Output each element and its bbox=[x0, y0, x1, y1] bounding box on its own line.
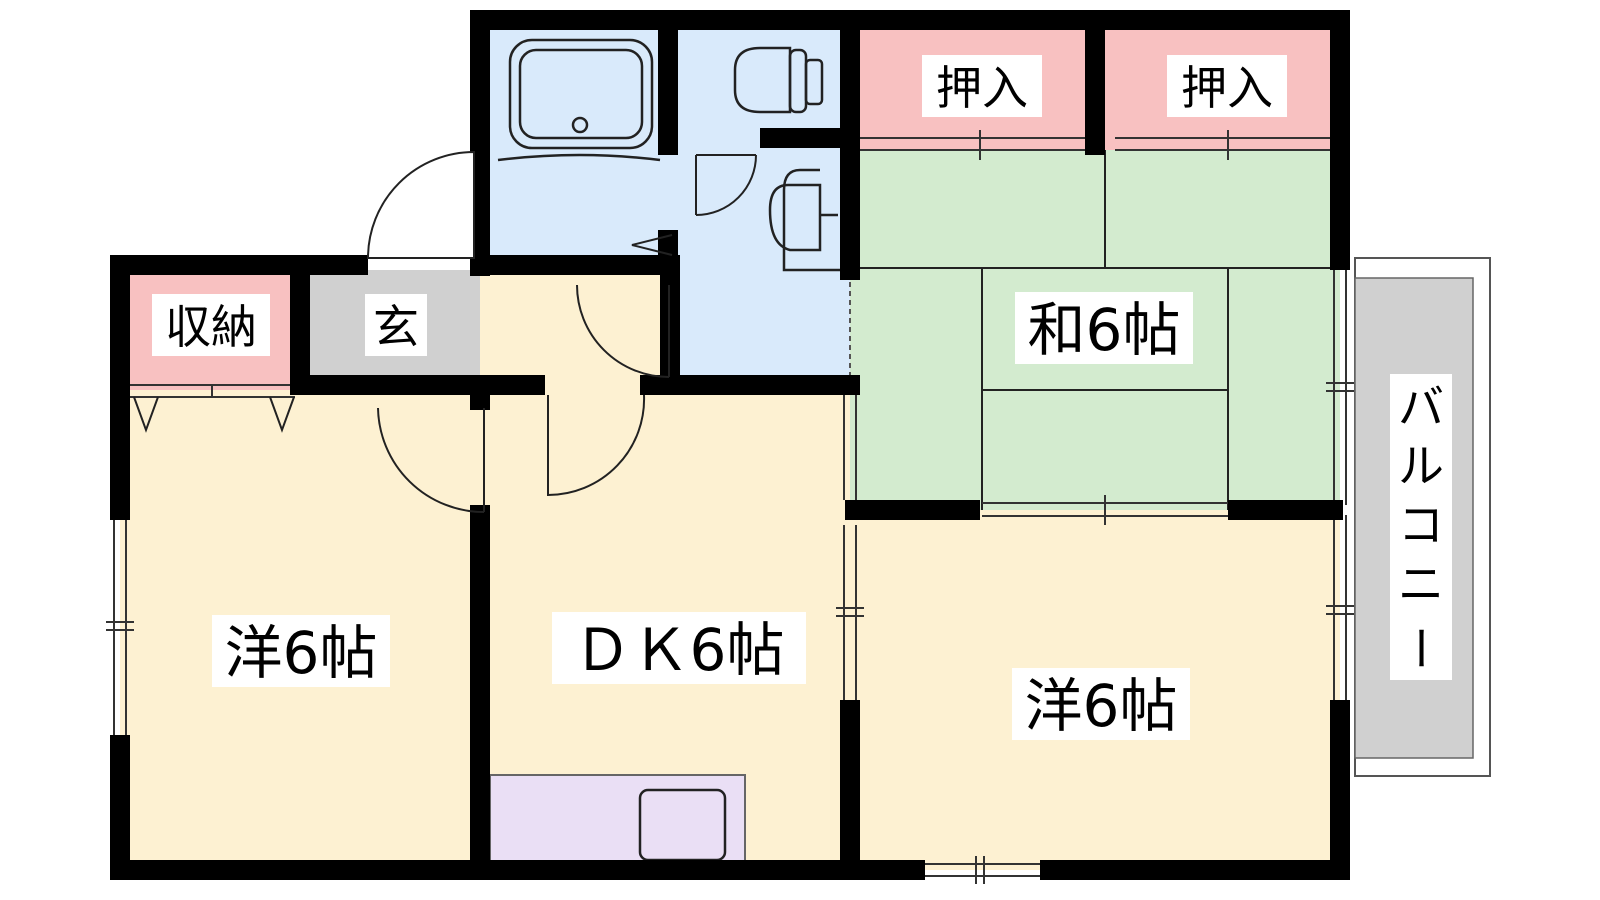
balcony-char: バ bbox=[1398, 380, 1444, 434]
shuno-label: 収納 bbox=[165, 300, 257, 354]
labels: 押入 押入 収納 玄 和6帖 洋6帖 ＤＫ6帖 洋6帖 バ ル コ ニ ー bbox=[152, 55, 1452, 740]
bathtub-inner bbox=[518, 48, 644, 140]
room-washitsu-label: 和6帖 bbox=[1028, 296, 1181, 364]
dk-door bbox=[547, 394, 646, 497]
bathtub-drain bbox=[571, 116, 589, 134]
windows bbox=[106, 130, 1354, 884]
hallway-floor bbox=[480, 270, 670, 390]
floor-fills bbox=[120, 20, 1340, 871]
oshiire-1-label: 押入 bbox=[936, 61, 1028, 115]
room-yoshitsu-left-label: 洋6帖 bbox=[225, 619, 378, 687]
shuno-door-triangles bbox=[133, 396, 295, 433]
balcony-label: バ ル コ ニ ー bbox=[1393, 380, 1447, 671]
bath-floor-line bbox=[497, 153, 661, 162]
entrance-label: 玄 bbox=[373, 300, 419, 354]
doors bbox=[366, 150, 757, 513]
toilet-floor bbox=[670, 20, 850, 135]
toilet-icon bbox=[733, 46, 792, 114]
washroom-door bbox=[576, 284, 670, 378]
balcony-char: コ bbox=[1398, 498, 1444, 552]
washroom-floor bbox=[670, 135, 850, 385]
balcony-char: ー bbox=[1393, 625, 1447, 671]
room-yoshitsu-right-label: 洋6帖 bbox=[1025, 672, 1178, 740]
washbasin-icon bbox=[768, 183, 822, 252]
entrance-door bbox=[366, 150, 475, 259]
tatami-lines bbox=[850, 150, 1340, 510]
room-dk-label: ＤＫ6帖 bbox=[574, 616, 785, 684]
balcony-char: ニ bbox=[1398, 557, 1444, 611]
bathtub bbox=[508, 38, 654, 150]
toilet-door bbox=[695, 154, 757, 216]
balcony-char: ル bbox=[1398, 439, 1444, 493]
fixtures bbox=[497, 38, 840, 272]
oshiire-2-label: 押入 bbox=[1181, 61, 1273, 115]
bathroom-floor bbox=[480, 20, 670, 265]
